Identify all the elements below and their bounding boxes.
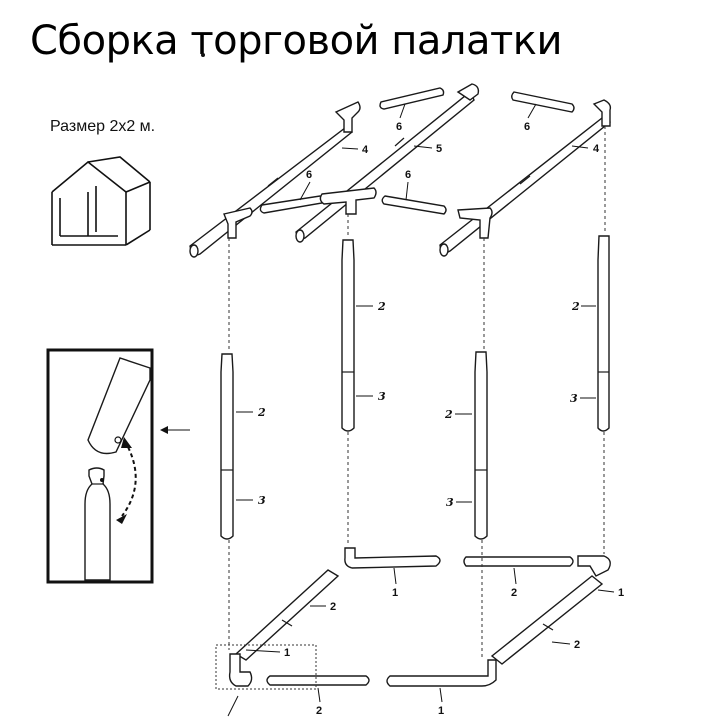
label-1: 1: [392, 587, 398, 599]
label-4: 4: [362, 144, 369, 156]
label-6: 6: [396, 121, 402, 133]
label-3: 3: [446, 496, 454, 509]
label-2: 2: [511, 587, 517, 599]
title-dot: [201, 53, 205, 57]
label-3: 3: [378, 390, 386, 403]
label-2: 2: [330, 601, 336, 613]
label-4: 4: [593, 143, 600, 155]
title-text-part: Сборка торговой палатки: [30, 18, 562, 64]
size-label: Размер 2х2 м.: [50, 118, 156, 135]
detail-pointer-arrow: [160, 426, 190, 434]
label-1: 1: [284, 647, 290, 659]
page-title: Сборка торговой палатки: [30, 18, 562, 64]
label-5: 5: [436, 143, 442, 155]
tent-icon: [51, 156, 151, 246]
label-2: 2: [444, 408, 453, 421]
label-1: 1: [618, 587, 624, 599]
label-2: 2: [316, 705, 322, 717]
connection-detail: [46, 348, 154, 584]
part-labels: 6 6 4 5 4 6 6 2 3 2 3 2 3: [236, 103, 624, 717]
label-2: 2: [574, 639, 580, 651]
vertical-posts: [220, 235, 610, 540]
label-2: 2: [571, 300, 580, 313]
detail-marker: [215, 644, 317, 717]
label-2: 2: [257, 406, 266, 419]
label-1: 1: [438, 705, 444, 717]
label-6: 6: [306, 169, 312, 181]
label-6: 6: [524, 121, 530, 133]
label-6: 6: [405, 169, 411, 181]
label-3: 3: [258, 494, 266, 507]
roof-frame: [189, 83, 612, 258]
label-3: 3: [570, 392, 578, 405]
alignment-guides: [228, 126, 606, 658]
base-frame: [228, 547, 611, 687]
label-2: 2: [377, 300, 386, 313]
